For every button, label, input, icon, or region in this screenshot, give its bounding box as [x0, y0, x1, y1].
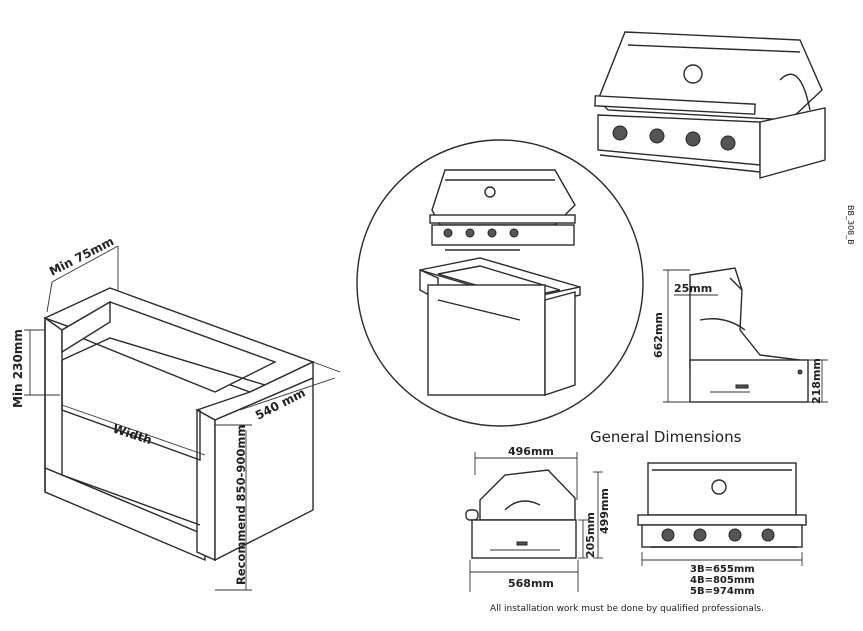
dim-25mm: 25mm: [674, 282, 712, 295]
footer-note: All installation work must be done by qu…: [490, 604, 764, 614]
cabinet-drawing: Min 75mm Min 230mm Width 540 mm Recommen…: [11, 234, 341, 591]
mini-grill: [429, 169, 576, 251]
dim-recommend-height: Recommend 850-900mm: [234, 425, 248, 585]
profile-view-drawing: 496mm 568mm 205mm 499mm: [465, 445, 611, 592]
page-title: General Dimensions: [590, 428, 742, 446]
dim-218mm: 218mm: [810, 358, 823, 404]
side-view-drawing: 25mm 662mm 218mm: [652, 267, 828, 404]
dim-568mm: 568mm: [508, 577, 554, 590]
dim-min-230: Min 230mm: [11, 329, 25, 408]
dim-496mm: 496mm: [508, 445, 554, 458]
dim-499mm: 499mm: [598, 488, 611, 534]
dim-width-3b: 3B=655mm: [690, 564, 755, 575]
dim-width-5b: 5B=974mm: [690, 586, 755, 597]
dim-205mm: 205mm: [584, 512, 597, 558]
dim-min-75: Min 75mm: [47, 234, 116, 278]
install-circle-detail: [356, 139, 644, 427]
circle-cabinet: [419, 257, 581, 396]
grill-3d: [594, 31, 826, 179]
front-view-drawing: 3B=655mm 4B=805mm 5B=974mm: [637, 462, 807, 597]
dim-width: Width: [111, 422, 154, 448]
side-code: BB_308_B: [846, 205, 855, 245]
dim-width-4b: 4B=805mm: [690, 575, 755, 586]
dim-662mm: 662mm: [652, 312, 665, 358]
